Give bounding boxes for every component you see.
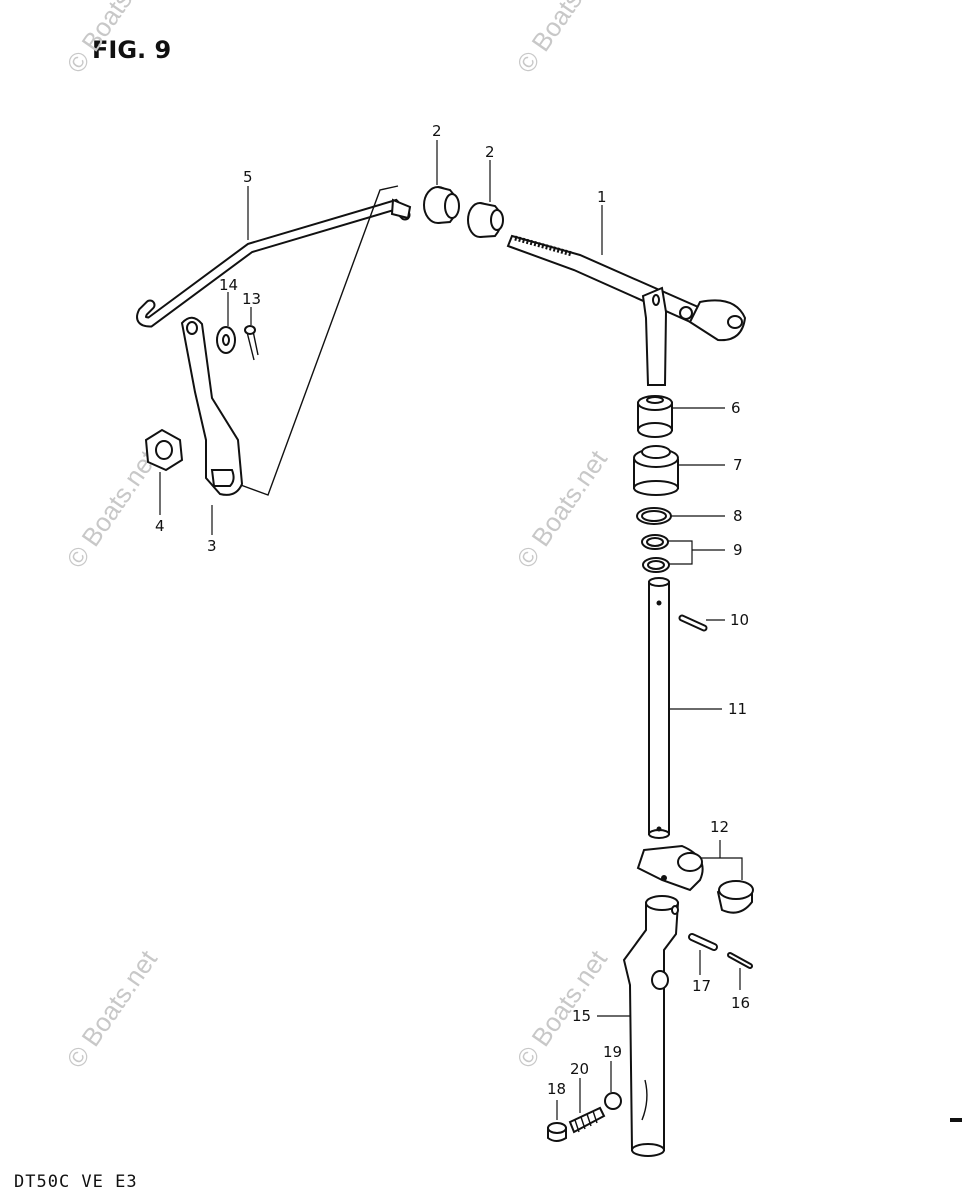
part-9-washer-b-inner [647,560,665,570]
watermark: © Boats.net [510,444,613,573]
watermark-group: © Boats.net © Boats.net © Boats.net © Bo… [60,0,613,1073]
callout-1: 1 [597,188,607,206]
callout-12: 12 [710,818,729,836]
part-10-pin-hl [680,616,706,630]
part-9-washer-a-inner [646,537,664,547]
callout-13: 13 [242,290,261,308]
watermark: © Boats.net [60,444,163,573]
part-4-nut [144,428,184,472]
part-1-link [506,234,747,342]
callout-8: 8 [733,507,743,525]
part-1-arm [641,286,668,386]
model-code: DT50C VE E3 [14,1172,138,1192]
part-13-cotter-pin [244,325,259,361]
callout-labels: 1 2 2 3 4 5 6 7 8 9 10 11 12 13 14 15 16… [155,122,750,1098]
callout-4: 4 [155,517,165,535]
part-15-lower-shaft [622,895,680,1157]
watermark: © Boats.net [510,944,613,1073]
callout-2: 2 [485,143,495,161]
part-2-bushing-a [423,186,460,224]
part-20-spring [568,1106,606,1134]
scan-mark [950,1118,962,1122]
callout-7: 7 [733,456,743,474]
part-8-o-ring-inner [641,510,667,522]
part-6-collar [637,395,673,438]
callout-10: 10 [730,611,749,629]
watermark: © Boats.net [60,944,163,1073]
assembly-guide-line [237,185,399,496]
callout-2: 2 [432,122,442,140]
part-12-cap [716,880,754,914]
part-12-clamp [636,844,704,892]
part-2-bushing-b [467,202,504,238]
callout-15: 15 [572,1007,591,1025]
callout-17: 17 [692,977,711,995]
callout-18: 18 [547,1080,566,1098]
part-19-ball [604,1092,622,1110]
callout-14: 14 [219,276,238,294]
callout-11: 11 [728,700,747,718]
callout-3: 3 [207,537,217,555]
part-18-plug [547,1122,567,1142]
part-14-washer [216,326,236,354]
callout-6: 6 [731,399,741,417]
part-3-lever [180,316,244,496]
watermark: © Boats.net [510,0,613,78]
callout-9: 9 [733,541,743,559]
part-7-seal [633,445,679,496]
part-16-pin-hl [729,954,751,967]
callout-16: 16 [731,994,750,1012]
watermark: © Boats.net [60,0,163,78]
part-11-shaft [648,577,670,839]
part-5-rod [136,198,412,328]
callout-20: 20 [570,1060,589,1078]
part-17-pin-hl [690,935,716,949]
leader-lines [159,140,743,1120]
figure-title: FIG. 9 [92,36,172,64]
callout-19: 19 [603,1043,622,1061]
callout-5: 5 [243,168,253,186]
